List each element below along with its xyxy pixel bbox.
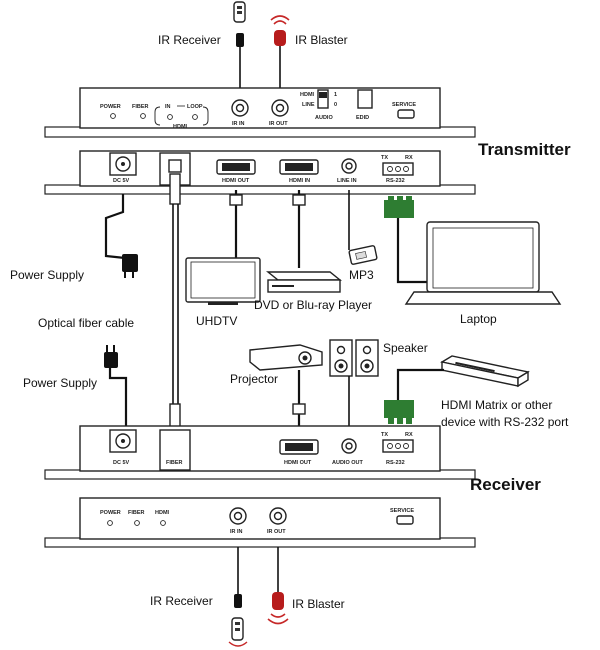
ir-blaster-bottom-label: IR Blaster	[292, 597, 345, 611]
tx-rear-hdmi-in: HDMI IN	[289, 178, 310, 184]
power-supply-2-label: Power Supply	[23, 376, 97, 390]
tx-front-in: IN	[165, 104, 171, 110]
tx-front-service: SERVICE	[392, 102, 416, 108]
tx-rear-dc5v: DC 5V	[113, 178, 130, 184]
receiver-front-panel: POWER FIBER HDMI IR IN IR OUT SERVICE	[44, 497, 476, 548]
projector-label: Projector	[230, 372, 278, 386]
tx-front-ir-out: IR OUT	[269, 121, 288, 127]
ir-remote-icon-bottom	[228, 617, 248, 647]
projector-icon	[249, 344, 323, 371]
optical-fiber-label: Optical fiber cable	[38, 316, 134, 330]
receiver-rear-panel: DC 5V FIBER HDMI OUT AUDIO OUT TX RX RS-…	[44, 425, 476, 480]
tv-icon	[185, 257, 261, 305]
tx-front-hdmi-sw: HDMI	[300, 92, 315, 98]
tx-rear-rs232: RS-232	[386, 178, 405, 184]
rx-front-fiber: FIBER	[128, 510, 145, 516]
matrix-label-2: device with RS-232 port	[441, 415, 569, 429]
rx-front-ir-out: IR OUT	[267, 529, 286, 535]
rx-rear-audio-out: AUDIO OUT	[332, 460, 364, 466]
rx-front-hdmi: HDMI	[155, 510, 170, 516]
rx-front-power: POWER	[100, 510, 121, 516]
ir-receiver-bottom-icon	[234, 594, 242, 608]
rx-rear-rs232: RS-232	[386, 460, 405, 466]
ir-receiver-bottom-label: IR Receiver	[150, 594, 213, 608]
tx-power-cable	[104, 194, 126, 260]
rx-rear-hdmi-out: HDMI OUT	[284, 460, 312, 466]
tx-front-ir-in: IR IN	[232, 121, 245, 127]
transmitter-front-panel: POWER FIBER IN LOOP HDMI IR IN IR OUT HD…	[44, 87, 476, 138]
power-adapter-icon-tx	[122, 254, 138, 278]
ir-receiver-top-label: IR Receiver	[158, 33, 221, 47]
speaker-icon	[329, 339, 379, 377]
ir-remote-icon-top	[233, 1, 246, 23]
transmitter-rear-panel: DC 5V HDMI OUT HDMI IN LINE IN TX RX RS-…	[44, 150, 476, 195]
tx-front-sw-1: 1	[334, 92, 337, 98]
tx-rear-rx: RX	[405, 155, 413, 161]
power-adapter-icon-rx	[104, 345, 128, 430]
tx-front-line-sw: LINE	[302, 102, 315, 108]
tx-rear-hdmi-out: HDMI OUT	[222, 178, 250, 184]
receiver-title: Receiver	[470, 475, 541, 494]
tx-rs232-connector	[384, 196, 432, 284]
rx-rs232-connector	[384, 368, 444, 424]
uhdtv-label: UHDTV	[196, 314, 237, 328]
tx-front-sw-0: 0	[334, 102, 337, 108]
tx-rear-line-in: LINE IN	[337, 178, 357, 184]
tx-rear-tx: TX	[381, 155, 388, 161]
rx-rear-fiber: FIBER	[166, 460, 183, 466]
matrix-label-1: HDMI Matrix or other	[441, 398, 552, 412]
power-supply-1-label: Power Supply	[10, 268, 84, 282]
tx-front-audio: AUDIO	[315, 115, 333, 121]
rx-rear-tx: TX	[381, 432, 388, 438]
tx-front-power: POWER	[100, 104, 121, 110]
ir-blaster-bottom-icon	[267, 592, 289, 625]
transmitter-title: Transmitter	[478, 140, 571, 159]
tx-front-fiber: FIBER	[132, 104, 149, 110]
tx-front-edid: EDID	[356, 115, 369, 121]
tx-front-hdmi: HDMI	[173, 124, 188, 130]
rx-rear-dc5v: DC 5V	[113, 460, 130, 466]
bluray-player-icon	[266, 271, 342, 293]
rx-front-service: SERVICE	[390, 508, 414, 514]
laptop-label: Laptop	[460, 312, 497, 326]
dvd-label: DVD or Blu-ray Player	[254, 298, 372, 312]
tx-front-loop: LOOP	[187, 104, 203, 110]
rx-rear-rx: RX	[405, 432, 413, 438]
mp3-player-icon	[348, 245, 378, 265]
speaker-label: Speaker	[383, 341, 428, 355]
ir-blaster-top-label: IR Blaster	[295, 33, 348, 47]
fiber-cable	[169, 173, 181, 435]
mp3-label: MP3	[349, 268, 374, 282]
hdmi-matrix-icon	[440, 355, 530, 388]
rx-front-ir-in: IR IN	[230, 529, 243, 535]
laptop-icon	[404, 221, 562, 305]
